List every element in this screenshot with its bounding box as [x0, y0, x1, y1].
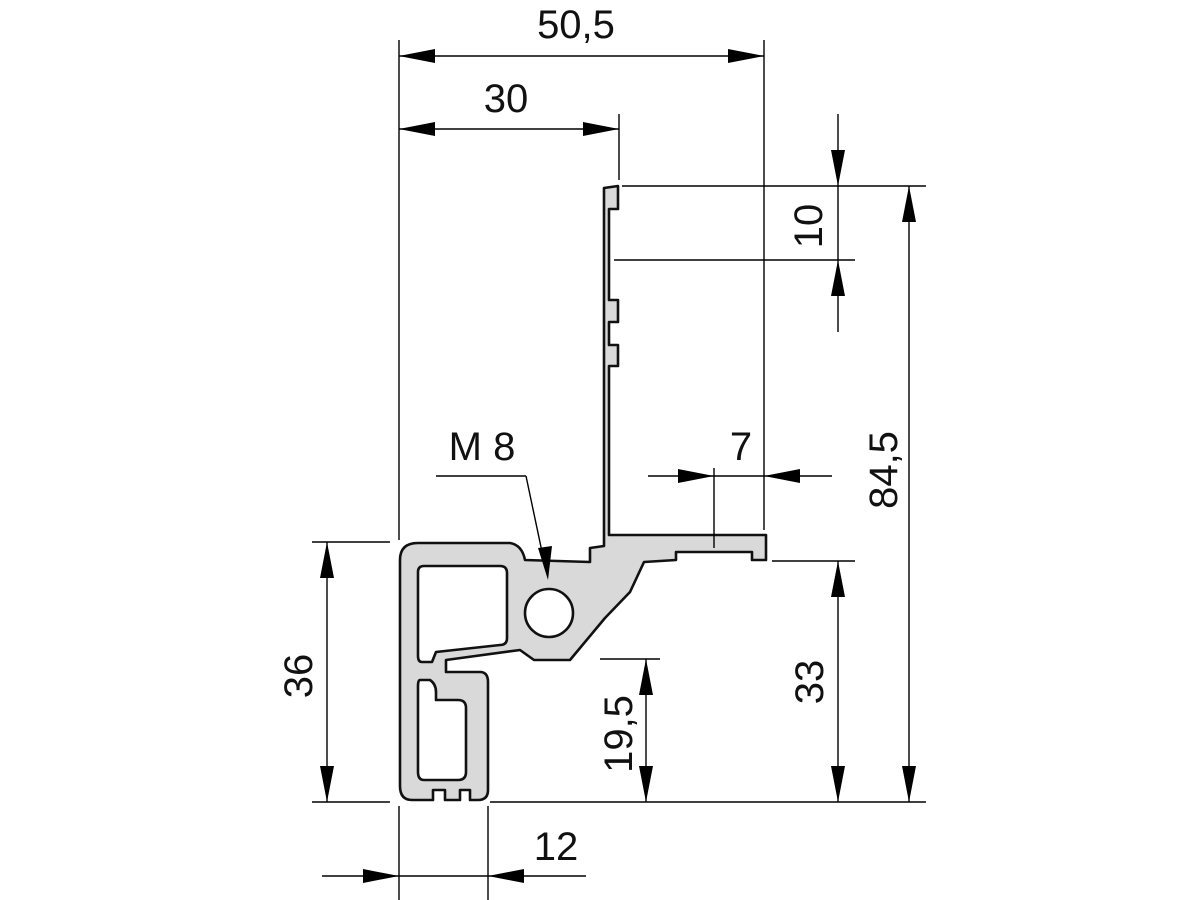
dimension-base-height [320, 542, 334, 802]
lower-chamber [416, 678, 468, 782]
dimension-overall-width [399, 49, 764, 63]
upper-chamber [416, 564, 509, 664]
dimension-top-slot [831, 114, 845, 332]
dimension-inner-height [639, 659, 653, 802]
dimension-flange-height [831, 561, 845, 802]
m8-thread-bore [523, 587, 575, 639]
thread-leader [436, 475, 552, 580]
dim-base-height-label: 36 [277, 654, 321, 699]
thread-label: M 8 [449, 425, 516, 469]
dim-foot-width-label: 12 [534, 825, 579, 869]
extension-lines [312, 40, 926, 900]
dim-overall-width-label: 50,5 [537, 3, 615, 47]
dim-overall-height-label: 84,5 [862, 431, 906, 509]
dimension-web-offset [399, 122, 619, 136]
dim-web-offset-label: 30 [484, 77, 529, 121]
dim-flange-height-label: 33 [788, 660, 832, 705]
dimension-foot-width [322, 869, 586, 883]
aluminium-profile [398, 184, 768, 802]
dim-flange-step-label: 7 [730, 425, 752, 469]
dim-top-slot-label: 10 [787, 204, 831, 249]
dim-inner-height-label: 19,5 [597, 695, 641, 773]
dimension-overall-height [902, 186, 916, 802]
dimension-flange-step [648, 469, 832, 483]
